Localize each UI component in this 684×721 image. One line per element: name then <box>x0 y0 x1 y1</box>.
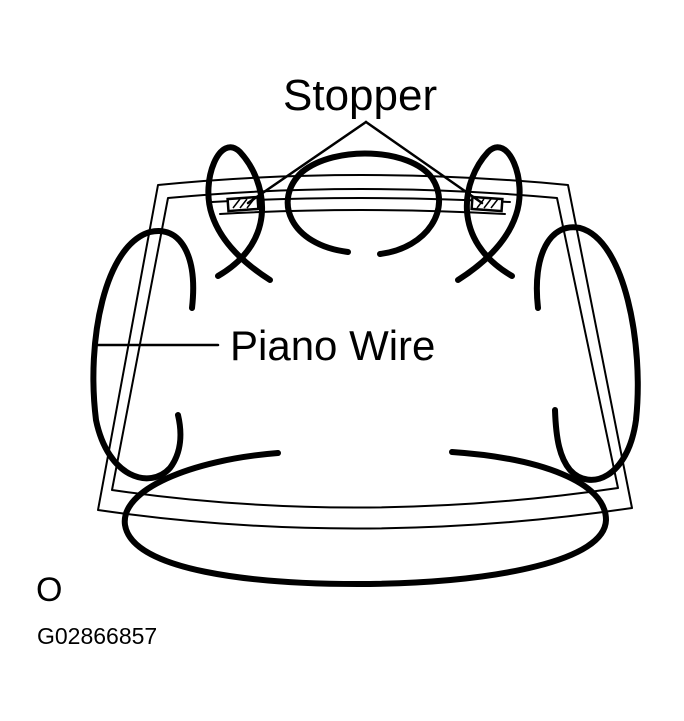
piano-wire <box>90 144 641 588</box>
stopper-label: Stopper <box>283 71 437 120</box>
windshield-outer-edge <box>97 174 633 530</box>
stopper-leader-left <box>246 120 368 205</box>
stopper-right <box>470 195 504 213</box>
stopper-leader-right <box>364 120 484 205</box>
view-marker-label: O <box>36 571 62 609</box>
piano-wire-label: Piano Wire <box>230 322 435 369</box>
figure-code-label: G02866857 <box>37 623 157 649</box>
windshield-inner-edge <box>111 188 619 509</box>
